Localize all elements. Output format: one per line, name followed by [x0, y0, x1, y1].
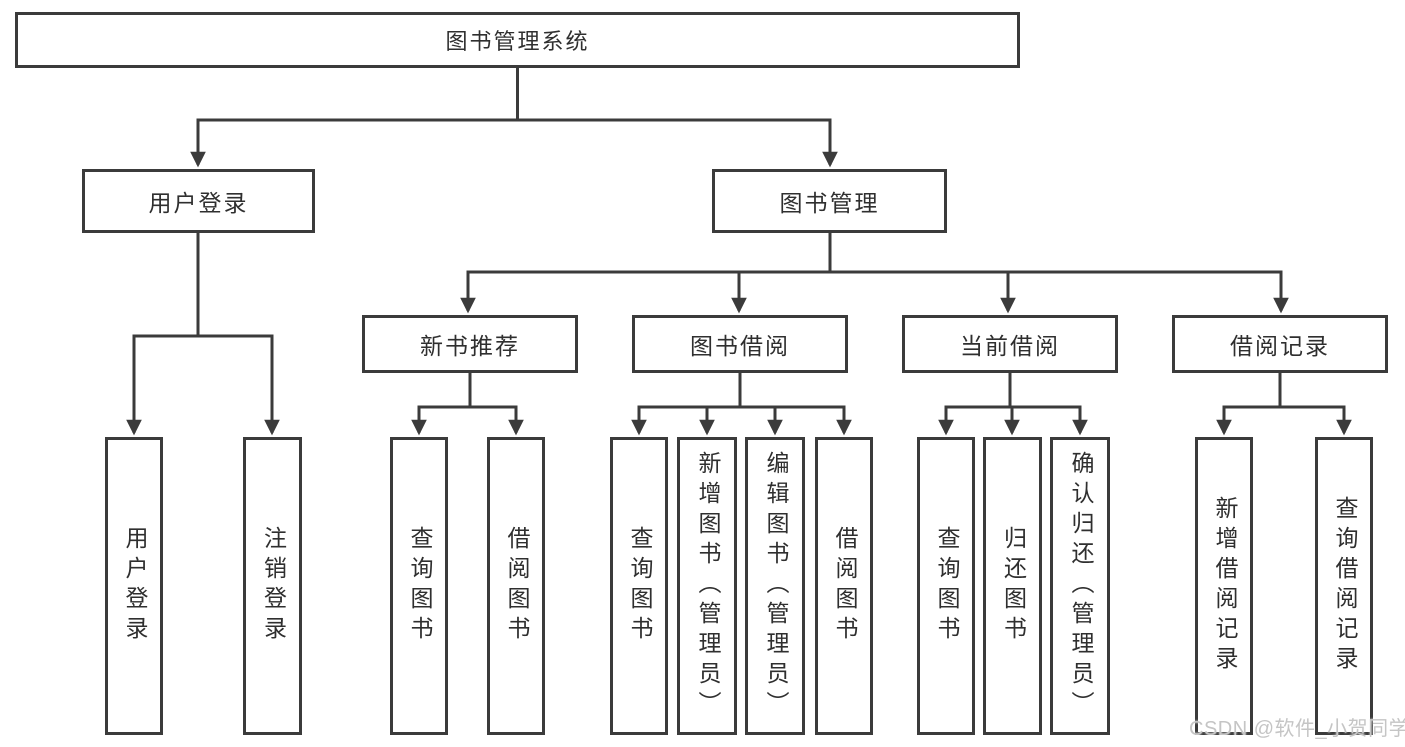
leaf-current-query-books: 查询图书 — [917, 437, 975, 735]
leaf-label: 归还图书 — [1000, 526, 1027, 646]
leaf-borrow-borrow-books: 借阅图书 — [815, 437, 873, 735]
leaf-label: 注销登录 — [260, 526, 287, 646]
node-label: 借阅记录 — [1230, 333, 1330, 359]
node-library-management-system: 图书管理系统 — [15, 12, 1020, 68]
node-label: 图书借阅 — [690, 333, 790, 359]
leaf-label: 用户登录 — [121, 526, 148, 646]
leaf-label: 查询图书 — [933, 526, 960, 646]
leaf-logout-login: 注销登录 — [243, 437, 302, 735]
node-label: 图书管理系统 — [445, 29, 590, 54]
leaf-records-add-borrow-record: 新增借阅记录 — [1195, 437, 1253, 735]
leaf-label: 借阅图书 — [503, 526, 530, 646]
node-borrowing-records: 借阅记录 — [1172, 315, 1388, 373]
leaf-label: 借阅图书 — [831, 526, 858, 646]
leaf-borrow-query-books: 查询图书 — [610, 437, 668, 735]
leaf-current-return-books: 归还图书 — [983, 437, 1042, 735]
node-book-borrowing: 图书借阅 — [632, 315, 848, 373]
leaf-label: 新增图书（管理员） — [694, 451, 721, 721]
node-label: 新书推荐 — [420, 333, 520, 359]
leaf-label: 确认归还（管理员） — [1067, 451, 1094, 721]
leaf-label: 查询借阅记录 — [1331, 496, 1358, 676]
node-label: 图书管理 — [779, 190, 880, 216]
leaf-label: 查询图书 — [406, 526, 433, 646]
leaf-recommend-query-books: 查询图书 — [390, 437, 448, 735]
leaf-label: 新增借阅记录 — [1211, 496, 1238, 676]
node-new-book-recommendation: 新书推荐 — [362, 315, 578, 373]
node-user-login: 用户登录 — [82, 169, 315, 233]
node-book-management: 图书管理 — [712, 169, 947, 233]
node-label: 用户登录 — [148, 190, 249, 216]
leaf-user-login: 用户登录 — [105, 437, 163, 735]
leaf-recommend-borrow-books: 借阅图书 — [487, 437, 545, 735]
node-current-borrowing: 当前借阅 — [902, 315, 1118, 373]
node-label: 当前借阅 — [960, 333, 1060, 359]
leaf-current-confirm-return-admin: 确认归还（管理员） — [1050, 437, 1110, 735]
leaf-borrow-edit-books-admin: 编辑图书（管理员） — [745, 437, 805, 735]
leaf-borrow-add-books-admin: 新增图书（管理员） — [677, 437, 737, 735]
csdn-watermark: CSDN @软件_小贺同学 — [1189, 718, 1405, 740]
leaf-records-query-borrow-record: 查询借阅记录 — [1315, 437, 1373, 735]
leaf-label: 编辑图书（管理员） — [762, 451, 789, 721]
leaf-label: 查询图书 — [626, 526, 653, 646]
